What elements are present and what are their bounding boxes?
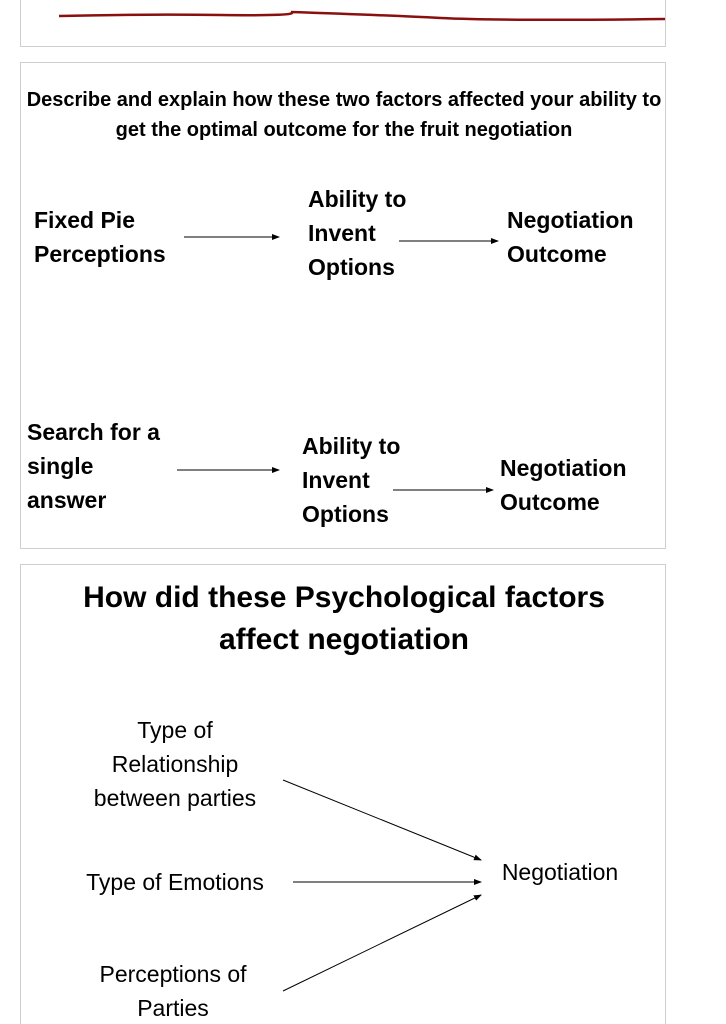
slide-fixed-pie: Describe and explain how these two facto… bbox=[20, 62, 666, 549]
ink-underline bbox=[58, 10, 665, 22]
flow2-middle-label: Ability to Invent Options bbox=[302, 433, 401, 527]
target-negotiation: Negotiation bbox=[501, 859, 619, 885]
arrow-relationship bbox=[282, 779, 482, 861]
flow1-middle-label: Ability to Invent Options bbox=[308, 186, 407, 280]
slide-title: Describe and explain how these two facto… bbox=[26, 89, 662, 141]
flow-arrows bbox=[177, 234, 499, 493]
flow1-start-label: Fixed Pie Perceptions bbox=[34, 207, 166, 267]
factor-perceptions: Perceptions of Parties bbox=[99, 961, 247, 1021]
slide-title: How did these Psychological factors affe… bbox=[83, 581, 605, 656]
factor-emotions: Type of Emotions bbox=[86, 869, 264, 895]
factor-relationship: Type of Relationship between parties bbox=[93, 717, 257, 811]
flow2-end-label: Negotiation Outcome bbox=[500, 455, 627, 515]
flow2-start-label: Search for a single answer bbox=[27, 419, 160, 513]
arrow-perceptions bbox=[282, 894, 482, 992]
factor-arrows bbox=[282, 779, 482, 992]
slide-top-partial bbox=[20, 0, 666, 47]
flow1-end-label: Negotiation Outcome bbox=[507, 207, 634, 267]
slide-psych-factors: How did these Psychological factors affe… bbox=[20, 564, 666, 1024]
